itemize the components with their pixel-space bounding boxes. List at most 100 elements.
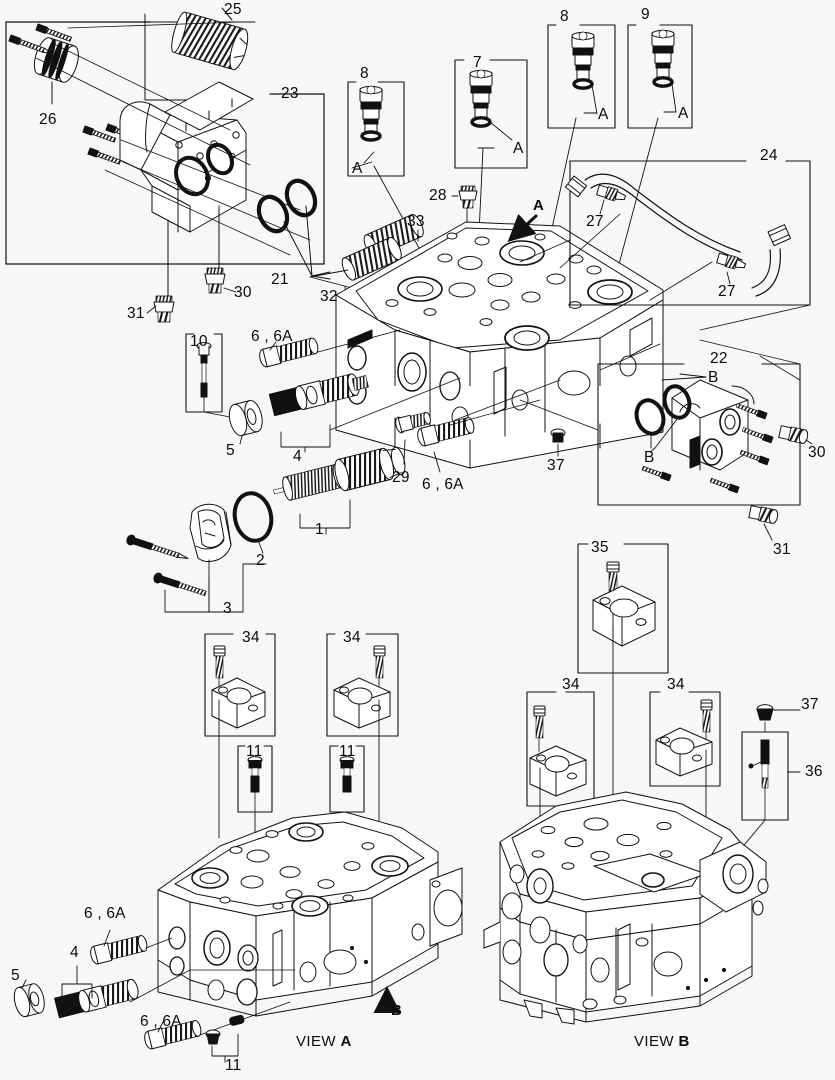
view-b-prefix: VIEW [634,1033,674,1050]
part-28-plug [458,185,478,209]
box-11-b [329,745,365,813]
callout-6-6a-viewa-lower: 6 , 6A [140,1013,182,1030]
part-24-hose [564,173,792,297]
oring-marker-a-item8-top: A [513,140,524,157]
part-25-spring-rod [171,7,249,71]
oring-A-leaders [351,111,677,169]
callout-6-6a-mid: 6 , 6A [422,476,464,493]
callout-9: 9 [641,6,650,23]
callout-30-left: 30 [234,284,252,301]
callout-24: 24 [760,147,778,164]
part-30-fitting-right [778,425,809,444]
callout-31-right: 31 [773,541,791,558]
callout-6-6a-top: 6 , 6A [251,328,293,345]
part-3-cover [189,503,232,579]
callout-22: 22 [710,350,728,367]
callout-35: 35 [591,539,609,556]
view-b-letter: B [678,1033,690,1050]
part-6-6a-plunger-upper [259,337,319,368]
callout-29: 29 [392,469,410,486]
part-23-end-cover-body [119,81,254,233]
callout-32: 32 [320,288,338,305]
callout-36: 36 [805,763,823,780]
view-b-left-stub [429,867,463,947]
box-8-left [347,81,405,177]
box-10-check-valve [185,333,223,413]
box-36-probe [741,731,801,821]
leaders-box-23 [35,21,311,256]
callout-37-viewb: 37 [801,696,819,713]
callout-4-main: 4 [293,448,302,465]
part-7-valve [469,69,513,141]
box-22-bolts [641,403,774,494]
callout-8-right: 8 [560,8,569,25]
part-37-plug-main [550,428,566,443]
oring-marker-a-item9: A [678,105,689,122]
part-34-d [655,699,713,777]
part-34-c [529,705,587,797]
part-2-oring [232,491,274,554]
part-11-b [339,756,355,793]
view-a-prefix: VIEW [296,1033,336,1050]
callout-33: 33 [407,213,425,230]
cover-3-bolts [126,534,267,613]
part-29-fitting [395,411,431,434]
part-26-piston-cap [33,37,79,105]
part-5-cap [228,399,263,437]
callout-34-c: 34 [562,676,580,693]
part-11-a [247,756,263,813]
callout-7: 7 [473,54,482,71]
leaders-box-22 [519,339,801,431]
part-35-flange [592,561,656,647]
view-a-valve-body [157,811,439,1017]
callout-5-main: 5 [226,442,235,459]
box-7 [454,59,528,169]
callout-4-viewa: 4 [70,944,79,961]
section-arrow-letter-a: A [533,197,545,214]
box-35-flange-kit [577,543,669,674]
part-8-right-valve [571,31,598,115]
leaders-30-31 [167,205,220,297]
callout-37-main: 37 [547,457,565,474]
view-b-valve-body [483,791,769,1025]
callout-8-left: 8 [360,65,369,82]
callout-11-b: 11 [339,743,356,760]
oring-marker-b-upper: B [708,369,719,386]
view-a-left-parts [13,929,296,1063]
callout-3: 3 [223,600,232,617]
view-a-letter: A [340,1033,352,1050]
callout-6-6a-viewa-upper: 6 , 6A [84,905,126,922]
callout-34-d: 34 [667,676,685,693]
leaders-box-24 [519,213,811,331]
section-arrow-letter-b: B [391,1002,403,1019]
callout-31-left: 31 [127,305,145,322]
callout-11-a: 11 [246,743,263,760]
callout-10: 10 [190,333,208,350]
box-9 [627,24,693,129]
callout-21: 21 [271,271,289,288]
callout-1: 1 [315,521,324,538]
part-6-6a-plunger-mid [417,417,475,447]
callout-25: 25 [224,1,242,18]
box-34-b [326,633,399,737]
callout-34-b: 34 [343,629,361,646]
box-34-a [204,633,276,737]
part-31-fitting [153,295,175,323]
callout-30-right: 30 [808,444,826,461]
callout-2: 2 [256,552,265,569]
part-34-b [333,645,391,729]
part-22-b-orings [634,384,692,453]
part-8-left-valve [359,85,383,164]
view-b-label: VIEW B [634,1033,690,1050]
oring-marker-a-item8-right: A [598,106,609,123]
part-4-spool-kit [268,373,369,453]
arrow-a-main [507,213,538,243]
callout-28: 28 [429,187,447,204]
b-tick-leaders [661,373,707,381]
leaders-main-body [329,377,561,431]
callout-5-viewa: 5 [11,967,20,984]
callout-26: 26 [39,111,57,128]
callout-34-a: 34 [242,629,260,646]
